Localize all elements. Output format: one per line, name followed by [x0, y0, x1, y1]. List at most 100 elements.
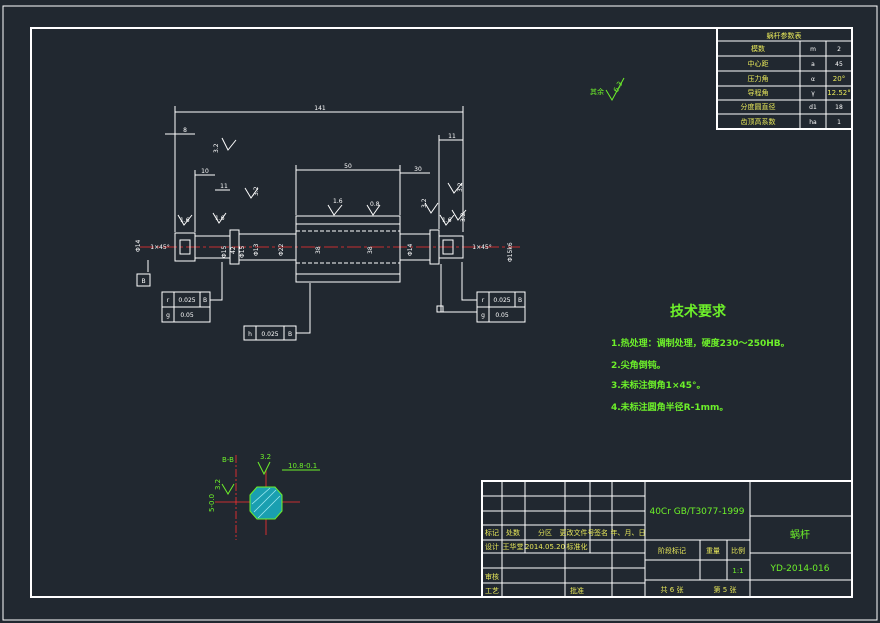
- inner-border: [30, 27, 853, 598]
- roughness-1-6: 1.6: [442, 217, 452, 224]
- param-table: 蜗杆参数表 模数 m 2 中心距 a 45 压力角 α 20° 导程角 γ 12…: [716, 27, 853, 130]
- title-block: 40Cr GB/T3077-1999 蜗杆 YD-2014-016 标记 处数 …: [481, 480, 853, 598]
- dim-dia-38b: 38: [367, 246, 374, 254]
- datum-b: B: [136, 260, 151, 287]
- section-roughness: 3.2: [260, 453, 271, 461]
- shaft-right-end: [438, 235, 464, 259]
- datum-label: B: [141, 278, 145, 285]
- tb-header-cell: 年、月、日: [611, 528, 646, 537]
- param-val: 45: [835, 61, 843, 68]
- dimensions: 141 8 10 11 50 30 11 1×45° 1×45° Φ14 Φ15…: [135, 105, 514, 262]
- tol-datum: B: [288, 331, 292, 338]
- section-roughness-2: 3.2: [214, 479, 222, 490]
- dim-dia-14r: Φ14: [407, 243, 414, 256]
- param-sym: d1: [809, 104, 817, 111]
- tol-symbol: h: [248, 331, 252, 338]
- tolerance-frame-left: r 0.025 B g 0.05: [161, 262, 223, 323]
- outer-border: [2, 5, 878, 621]
- tol-value: 0.05: [180, 312, 194, 319]
- roughness-other-label: 其余: [590, 87, 604, 96]
- tol-value: 0.025: [178, 297, 195, 304]
- dim-dia-15: Φ15: [221, 245, 228, 258]
- section-label: B-B: [222, 456, 234, 464]
- tech-req-item: 4.未标注圆角半径R-1mm。: [611, 401, 728, 413]
- section-hatched-profile: [249, 486, 283, 520]
- tol-symbol: r: [482, 297, 485, 304]
- tb-header-cell: 处数: [506, 528, 520, 537]
- section-view-bb: B-B 3.2 10.8-0.1 3.2 5-0.0: [208, 453, 320, 540]
- tb-date: 2014.05.20: [525, 543, 565, 551]
- tb-part-name: 蜗杆: [790, 529, 810, 541]
- tol-value: 0.05: [495, 312, 509, 319]
- tol-symbol: r: [167, 297, 170, 304]
- roughness-symbols: 3.2 1.6 3.2 1.6 1.6 0.8 3.2 3.2 1.6 3.2: [177, 137, 467, 226]
- tb-header-cell: 签名: [594, 528, 608, 537]
- tol-value: 0.025: [261, 331, 278, 338]
- roughness-3-2: 3.2: [421, 198, 428, 208]
- param-val: 1: [837, 119, 841, 126]
- dim-10: 10: [201, 168, 209, 175]
- dim-dia-15k6: Φ15k6: [507, 242, 514, 262]
- dim-50: 50: [344, 163, 352, 170]
- param-val: 2: [837, 46, 841, 53]
- dim-11-right: 11: [448, 133, 456, 140]
- param-name: 压力角: [748, 74, 769, 83]
- dim-chamfer-left: 1×45°: [150, 244, 169, 251]
- dim-8: 8: [183, 127, 187, 134]
- tb-approve-label: 批准: [570, 586, 584, 595]
- param-val: 12.52°: [827, 89, 851, 97]
- tb-design-label: 设计: [485, 542, 499, 551]
- param-sym: α: [811, 76, 815, 83]
- tech-req-item: 1.热处理：调制处理，硬度230～250HB。: [611, 337, 790, 349]
- roughness-3-2: 3.2: [460, 212, 467, 222]
- param-sym: a: [811, 61, 815, 68]
- dim-dia-15r: Φ15: [239, 245, 246, 258]
- roughness-3-2: 3.2: [253, 186, 260, 196]
- param-sym: γ: [811, 90, 815, 97]
- param-val: 18: [835, 104, 843, 111]
- tb-header-cell: 更改文件号: [560, 528, 595, 537]
- dim-dia-42: 42: [230, 246, 237, 254]
- roughness-1-6: 1.6: [215, 215, 225, 222]
- tolerance-frame-bottom: h 0.025 B: [243, 283, 311, 341]
- technical-requirements: 技术要求 1.热处理：调制处理，硬度230～250HB。 2.尖角倒钝。 3.未…: [611, 303, 790, 413]
- dim-dia-22: Φ22: [278, 243, 285, 256]
- dim-30: 30: [414, 166, 422, 173]
- param-name: 模数: [751, 44, 765, 53]
- tol-symbol: g: [166, 312, 170, 319]
- tol-datum: B: [518, 297, 522, 304]
- tb-weight-label: 重量: [706, 547, 720, 555]
- tb-process-label: 工艺: [485, 587, 499, 595]
- dim-chamfer-right: 1×45°: [472, 244, 491, 251]
- param-name: 分度圆直径: [741, 102, 776, 111]
- tech-req-title: 技术要求: [670, 303, 727, 320]
- tb-designer: 王华堂: [503, 542, 524, 551]
- roughness-1-6: 1.6: [180, 217, 190, 224]
- tol-symbol: g: [481, 312, 485, 319]
- tech-req-item: 3.未标注倒角1×45°。: [611, 379, 706, 391]
- dim-total-length: 141: [314, 105, 326, 112]
- dim-dia-38: 38: [315, 246, 322, 254]
- worm-thread: [295, 215, 401, 283]
- section-dim-left: 5-0.0: [208, 494, 216, 512]
- tb-scale-label: 比例: [731, 546, 745, 555]
- tolerance-frame-right: r 0.025 B g 0.05: [436, 262, 526, 323]
- tb-review-label: 审核: [485, 572, 499, 581]
- section-dim-top: 10.8-0.1: [288, 462, 317, 470]
- dim-dia-14: Φ14: [135, 239, 142, 252]
- roughness-3-2: 3.2: [457, 182, 464, 192]
- param-table-title: 蜗杆参数表: [767, 31, 802, 40]
- roughness-3-2: 3.2: [213, 143, 220, 153]
- roughness-0-8: 0.8: [370, 201, 380, 208]
- tb-std-label: 标准化: [567, 542, 588, 551]
- tech-req-item: 2.尖角倒钝。: [611, 359, 666, 371]
- param-name: 导程角: [748, 88, 769, 97]
- param-val: 20°: [833, 75, 845, 83]
- dim-11-left: 11: [220, 183, 228, 190]
- tb-header-cell: 分区: [538, 528, 552, 537]
- tb-drawing-no: YD-2014-016: [769, 564, 829, 574]
- param-name: 齿顶高系数: [741, 117, 776, 126]
- tb-sheet-no: 第 5 张: [714, 585, 737, 594]
- tol-value: 0.025: [493, 297, 510, 304]
- tol-datum: B: [203, 297, 207, 304]
